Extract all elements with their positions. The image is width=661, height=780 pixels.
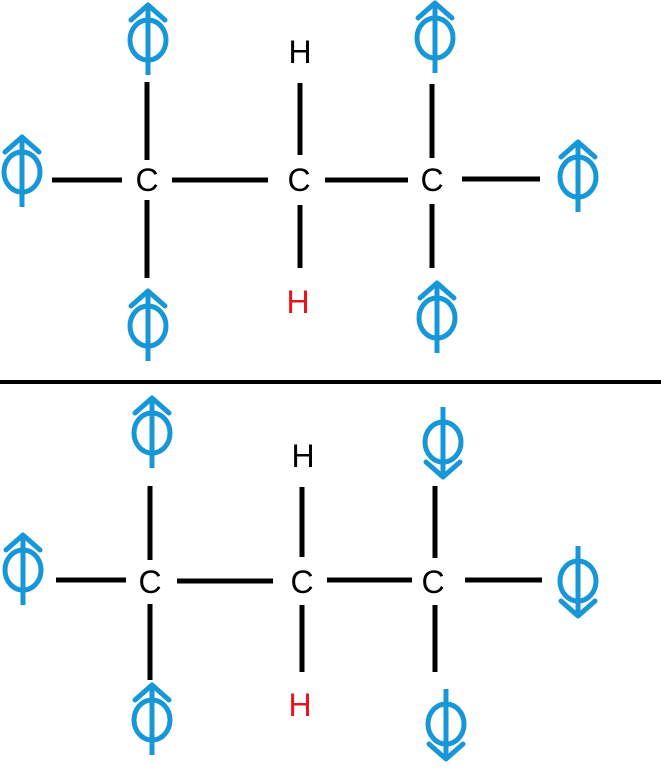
spin-up-icon <box>557 139 599 212</box>
hydrogen-bottom: H <box>286 284 309 320</box>
bonds <box>56 486 542 680</box>
molecule-panel-bottom: C C C H H <box>2 395 599 762</box>
spin-up-icon <box>127 288 169 361</box>
spin-up-icon <box>127 2 169 75</box>
hydrogen-bottom: H <box>288 687 311 723</box>
spin-up-icon <box>1 134 43 207</box>
carbon-3: C <box>421 564 444 600</box>
carbon-2: C <box>290 564 313 600</box>
spin-down-icon <box>425 689 467 762</box>
spin-down-icon <box>422 407 464 480</box>
hydrogen-top: H <box>288 34 311 70</box>
molecule-panel-top: C C C H H <box>1 0 599 361</box>
carbon-3: C <box>420 162 443 198</box>
spin-up-icon <box>131 395 173 468</box>
spin-up-icon <box>416 280 458 353</box>
carbon-1: C <box>138 564 161 600</box>
hydrogen-top: H <box>291 438 314 474</box>
carbon-2: C <box>287 162 310 198</box>
spin-up-icon <box>131 682 173 755</box>
carbon-1: C <box>135 162 158 198</box>
spin-up-icon <box>414 0 456 73</box>
spin-down-icon <box>557 546 599 619</box>
bonds <box>52 82 540 278</box>
spin-up-icon <box>2 532 44 605</box>
